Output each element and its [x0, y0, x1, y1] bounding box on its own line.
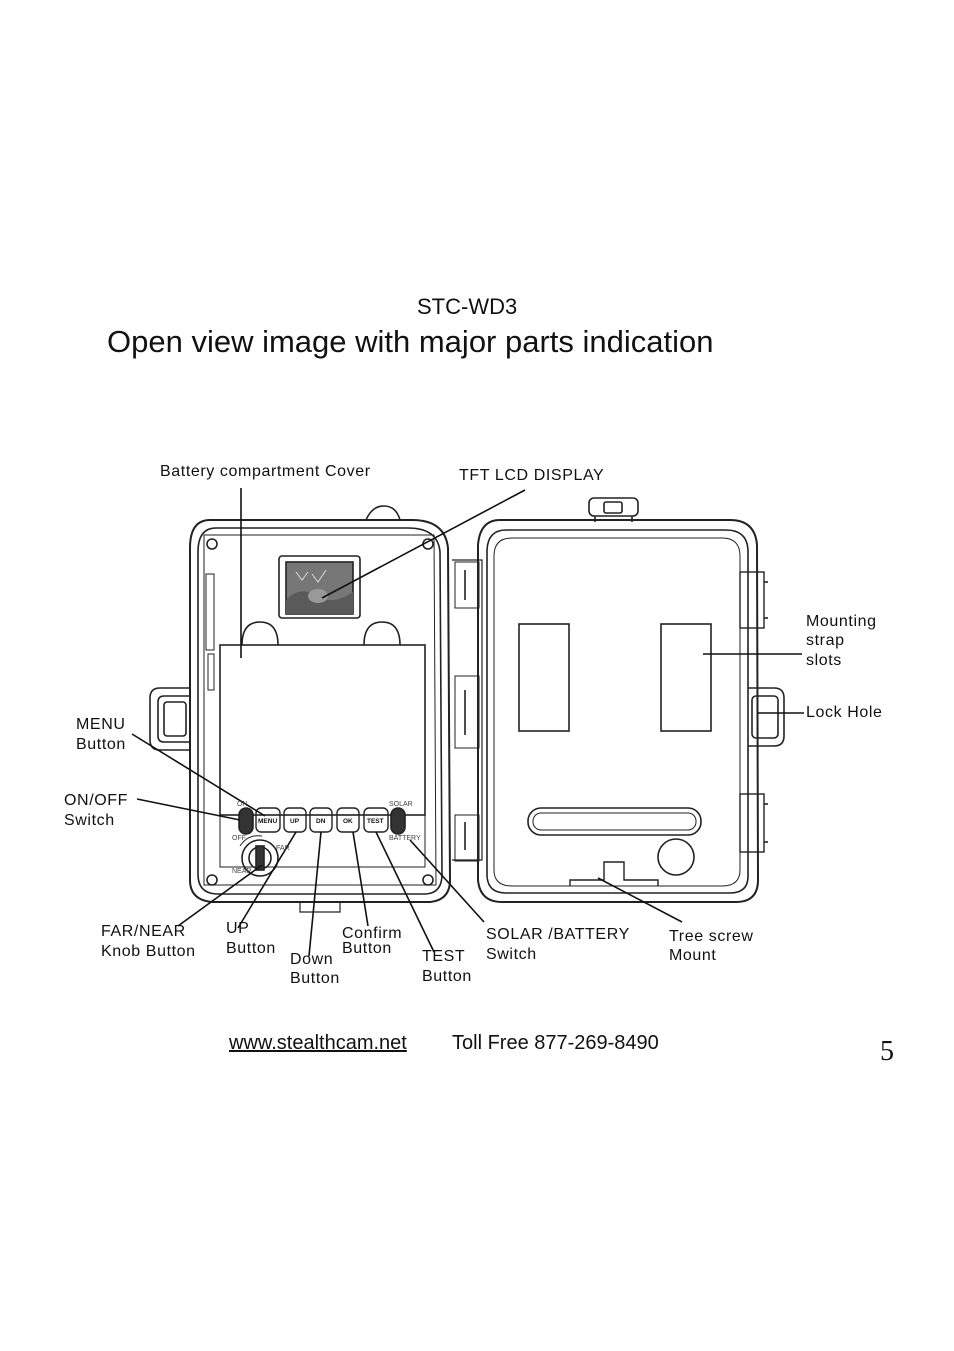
label-lock-hole: Lock Hole	[806, 704, 883, 721]
solar-switch	[390, 807, 406, 835]
label-down-2: Button	[290, 970, 340, 987]
right-lock-lug	[748, 687, 785, 747]
menu-button-label: MENU	[258, 818, 277, 825]
website-link[interactable]: www.stealthcam.net	[229, 1032, 407, 1054]
strap-slot-left	[518, 623, 570, 732]
label-onoff-1: ON/OFF	[64, 792, 129, 809]
label-menu-2: Button	[76, 736, 126, 753]
leader-lines	[131, 488, 804, 957]
ok-button	[336, 807, 360, 833]
label-confirm-2: Button	[342, 940, 392, 957]
model-name: STC-WD3	[417, 294, 518, 319]
label-onoff-2: Switch	[64, 812, 115, 829]
ok-button-label: OK	[343, 818, 353, 825]
label-test-2: Button	[422, 968, 472, 985]
label-tree-2: Mount	[669, 947, 717, 964]
lcd-frame	[278, 555, 361, 619]
top-latch	[588, 497, 639, 517]
panel-far-label: FAR	[276, 845, 290, 852]
label-up-1: UP	[226, 920, 250, 937]
toll-free-phone: Toll Free 877-269-8490	[452, 1032, 659, 1054]
label-mounting-strap-3: slots	[806, 652, 842, 669]
panel-on-label: ON	[237, 801, 248, 808]
dn-button-label: DN	[316, 818, 326, 825]
onoff-switch	[238, 807, 254, 835]
left-housing-outline	[189, 519, 452, 903]
tree-screw-mount	[569, 861, 659, 886]
label-mounting-strap-1: Mounting	[806, 613, 877, 630]
label-up-2: Button	[226, 940, 276, 957]
strap-slot-right	[660, 623, 712, 732]
left-lock-lug	[149, 687, 190, 751]
panel-off-label: OFF	[232, 835, 246, 842]
label-farnear-2: Knob Button	[101, 943, 196, 960]
horizontal-slot	[527, 807, 702, 836]
left-housing-inner	[197, 527, 443, 895]
label-battery-cover: Battery compartment Cover	[160, 463, 371, 480]
panel-near-label: NEAR	[232, 868, 251, 875]
label-test-1: TEST	[422, 948, 466, 965]
right-housing-outline	[477, 519, 760, 903]
up-button	[283, 807, 307, 833]
label-menu-1: MENU	[76, 716, 126, 733]
label-mounting-strap-2: strap	[806, 632, 845, 649]
menu-button	[255, 807, 281, 833]
up-button-label: UP	[290, 818, 300, 825]
hinge	[452, 559, 483, 861]
panel-solar-label: SOLAR	[389, 801, 413, 808]
panel-battery-label: BATTERY	[389, 835, 421, 842]
test-button-label: TEST	[367, 818, 384, 825]
label-solar-2: Switch	[486, 946, 537, 963]
round-hole	[657, 838, 695, 876]
label-down-1: Down	[290, 951, 334, 968]
label-tft-display: TFT LCD DISPLAY	[459, 467, 605, 484]
page-number: 5	[880, 1036, 894, 1067]
farnear-knob	[241, 839, 279, 877]
label-solar-1: SOLAR /BATTERY	[486, 926, 630, 943]
page-title: Open view image with major parts indicat…	[107, 324, 714, 359]
label-confirm-1: Confirm	[342, 925, 403, 942]
label-farnear-1: FAR/NEAR	[101, 923, 186, 940]
right-housing-inner	[486, 529, 749, 894]
label-tree-1: Tree screw	[669, 928, 754, 945]
battery-cover	[219, 644, 426, 816]
